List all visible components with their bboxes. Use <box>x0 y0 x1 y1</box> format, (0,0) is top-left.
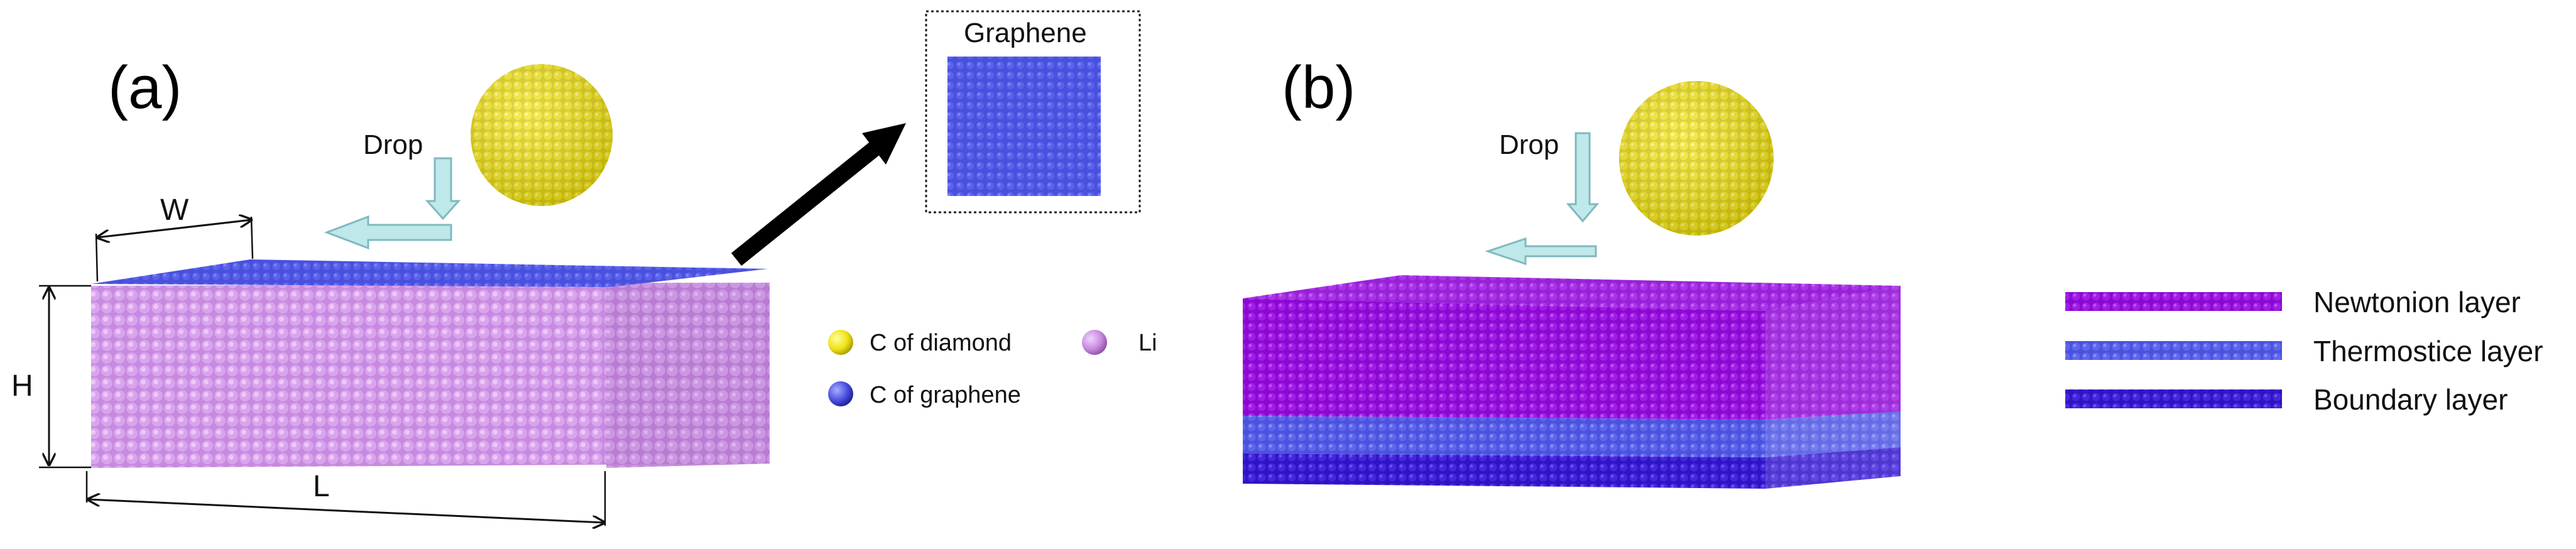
panel-a: (a) Drop W H L <box>11 10 1157 526</box>
length-dimension-line <box>88 499 604 523</box>
legend-thermostat-label: Thermostice layer <box>2313 335 2543 367</box>
legend-boundary-label: Boundary layer <box>2313 383 2508 416</box>
legend-newtonian-label: Newtonion layer <box>2313 286 2521 318</box>
drop-label-a: Drop <box>363 129 423 160</box>
panel-b: (b) Drop Newtonion layer Thermostice lay… <box>1243 54 2543 489</box>
lithium-side-face <box>606 283 770 468</box>
legend-li-label: Li <box>1138 330 1157 356</box>
legend-graphene-label: C of graphene <box>870 382 1021 408</box>
width-label: W <box>160 193 189 227</box>
drop-down-arrow <box>425 157 461 220</box>
diamond-nanoparticle-b <box>1619 81 1774 236</box>
atom-legend: C of diamond Li C of graphene <box>828 330 1157 408</box>
zoom-arrow <box>731 123 906 266</box>
lithium-atom-icon <box>1082 330 1107 355</box>
panel-b-letter: (b) <box>1282 54 1355 121</box>
slab-top-face <box>1243 275 1901 311</box>
diamond-nanoparticle <box>471 64 613 206</box>
diamond-atom-icon <box>828 330 853 355</box>
layered-slab <box>1243 275 1901 489</box>
width-dimension-line <box>97 220 251 237</box>
thermostat-layer-front <box>1243 416 1766 457</box>
panel-a-letter: (a) <box>108 54 182 121</box>
inset-title: Graphene <box>964 18 1087 48</box>
length-label: L <box>313 470 330 503</box>
lithium-slab <box>91 283 770 468</box>
newtonian-swatch <box>2065 292 2282 311</box>
graphene-inset: Graphene <box>925 10 1141 214</box>
graphene-sheet <box>91 259 768 287</box>
layer-legend: Newtonion layer Thermostice layer Bounda… <box>2065 286 2543 416</box>
graphene-inset-square <box>947 57 1101 196</box>
slide-left-arrow-b <box>1485 237 1597 266</box>
lithium-front-face <box>91 283 770 468</box>
slide-left-arrow <box>324 215 452 250</box>
graphene-atom-icon <box>828 381 853 406</box>
boundary-layer-front <box>1243 454 1766 489</box>
legend-diamond-label: C of diamond <box>870 330 1012 356</box>
height-label: H <box>11 369 33 403</box>
drop-label-b: Drop <box>1499 129 1559 160</box>
thermostat-swatch <box>2065 341 2282 360</box>
drop-down-arrow-b <box>1566 132 1600 223</box>
newtonian-layer-front <box>1243 298 1766 420</box>
boundary-swatch <box>2065 389 2282 408</box>
